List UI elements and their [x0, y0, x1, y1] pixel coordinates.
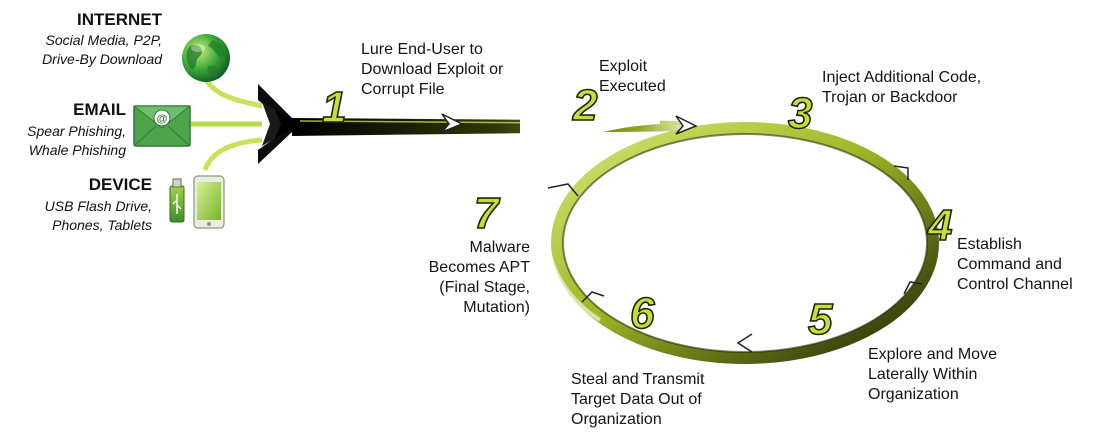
step-4-line-2: Command and — [957, 256, 1062, 273]
step-4-label: Establish Command and Control Channel — [957, 235, 1073, 295]
funnel-arrow — [258, 84, 305, 164]
step-2-label: Exploit Executed — [599, 57, 666, 97]
source-connectors — [190, 76, 263, 171]
source-device-title: DEVICE — [88, 175, 152, 194]
step-number-1: 1 — [322, 83, 346, 132]
source-internet-line-1: Social Media, P2P, — [45, 32, 162, 48]
step-7-line-2: Becomes APT — [428, 259, 530, 276]
step-6-label: Steal and Transmit Target Data Out of Or… — [571, 370, 704, 430]
step-7-line-3: (Final Stage, — [439, 279, 530, 296]
step-5-line-3: Organization — [868, 386, 959, 403]
step-number-7: 7 — [474, 189, 501, 238]
step-number-3: 3 — [788, 89, 812, 138]
source-email-line-2: Whale Phishing — [28, 142, 126, 158]
globe-icon — [182, 34, 230, 82]
source-email-line-1: Spear Phishing, — [27, 123, 126, 139]
step-number-5: 5 — [808, 295, 833, 344]
step-6-line-2: Target Data Out of — [571, 391, 702, 408]
internet-connector — [202, 76, 263, 109]
usb-phone-icon — [169, 175, 225, 229]
step-4-line-3: Control Channel — [957, 276, 1073, 293]
step-2-line-2: Executed — [599, 78, 666, 95]
step-6-line-3: Organization — [571, 411, 662, 428]
source-internet-title: INTERNET — [77, 10, 162, 29]
step-numbers: 1 2 3 4 5 6 7 — [321, 80, 953, 345]
step-4-line-1: Establish — [957, 236, 1022, 253]
arrow-marker-6 — [581, 291, 605, 303]
step-5-label: Explore and Move Laterally Within Organi… — [868, 345, 997, 405]
direction-arrows — [441, 113, 923, 353]
source-device-line-1: USB Flash Drive, — [44, 198, 152, 214]
source-device-line-2: Phones, Tablets — [52, 217, 152, 233]
arrow-marker-3 — [893, 165, 909, 180]
step-1-line-1: Lure End-User to — [361, 41, 483, 58]
step-number-4: 4 — [927, 201, 952, 250]
source-internet-line-2: Drive-By Download — [42, 51, 162, 67]
arrow-marker-5 — [736, 333, 753, 353]
device-connector — [202, 137, 263, 171]
step-1-line-2: Download Exploit or — [361, 61, 504, 78]
arrow-marker-1 — [441, 113, 464, 133]
step-6-line-1: Steal and Transmit — [571, 371, 705, 388]
step-1-label: Lure End-User to Download Exploit or Cor… — [361, 40, 503, 100]
step-7-line-4: Mutation) — [463, 299, 530, 316]
step-7-label: Malware Becomes APT (Final Stage, Mutati… — [378, 238, 530, 318]
step-5-line-2: Laterally Within — [868, 366, 978, 383]
step-2-line-1: Exploit — [599, 58, 648, 75]
arrow-marker-2 — [675, 115, 698, 135]
email-icon: @ — [132, 105, 192, 147]
source-email-title: EMAIL — [73, 100, 126, 119]
step-number-6: 6 — [630, 289, 655, 338]
lifecycle-ring — [520, 112, 939, 364]
ring-tail-fade — [543, 199, 602, 322]
step-3-line-1: Inject Additional Code, — [822, 69, 982, 86]
step-7-line-1: Malware — [469, 239, 530, 256]
arrow-marker-4 — [903, 281, 923, 295]
arrow-marker-7 — [547, 183, 579, 197]
step-5-line-1: Explore and Move — [868, 346, 997, 363]
email-at-symbol: @ — [157, 113, 168, 125]
step-3-line-2: Trojan or Backdoor — [822, 89, 958, 106]
step-1-line-3: Corrupt File — [361, 81, 445, 98]
step-3-label: Inject Additional Code, Trojan or Backdo… — [822, 68, 981, 108]
step-number-2: 2 — [572, 81, 598, 130]
